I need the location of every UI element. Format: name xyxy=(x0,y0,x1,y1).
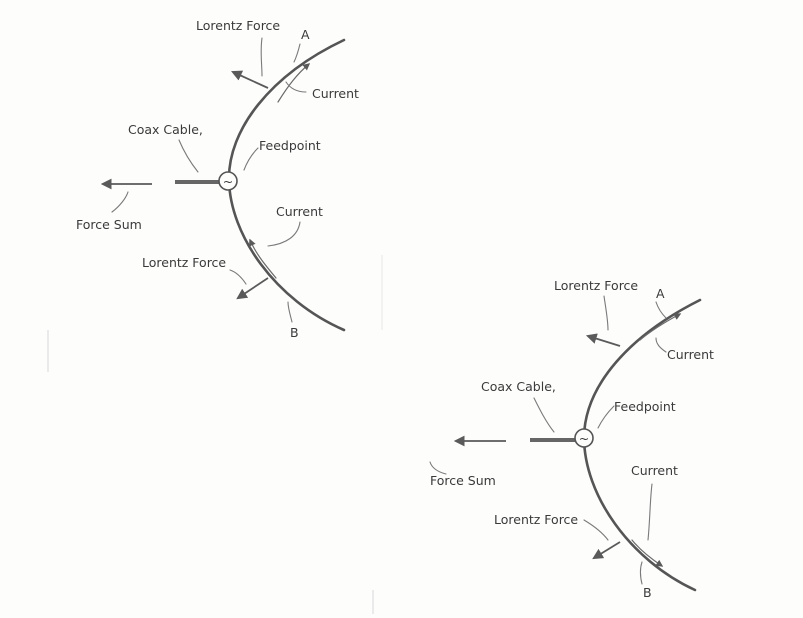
current-arrow-bottom xyxy=(631,539,664,567)
leader-lorentz-bottom xyxy=(229,269,247,285)
current-label-bottom: Current xyxy=(631,463,678,478)
coax-cable-label: Coax Cable, xyxy=(128,122,203,137)
leader-feedpoint xyxy=(243,147,259,171)
leader-b xyxy=(639,561,643,585)
lorentz-force-arrow-bottom xyxy=(592,541,621,560)
current-arrow-bottom xyxy=(248,238,277,279)
leader-a xyxy=(293,43,301,63)
current-label-top: Current xyxy=(667,347,714,362)
leader-lorentz-top xyxy=(603,295,609,331)
leader-current-bottom xyxy=(647,483,653,541)
current-arrow-top xyxy=(639,313,682,341)
label-b: B xyxy=(643,585,652,600)
current-label-top: Current xyxy=(312,86,359,101)
lorentz-force-label-top: Lorentz Force xyxy=(554,278,638,293)
leader-current-bottom xyxy=(267,221,301,247)
feedpoint-source: ~ xyxy=(218,171,238,191)
lorentz-force-arrow-top xyxy=(585,333,621,347)
lorentz-force-arrow-top xyxy=(231,70,269,89)
lorentz-force-label-bottom: Lorentz Force xyxy=(142,255,226,270)
leader-lorentz-bottom xyxy=(583,519,609,541)
leader-a xyxy=(655,301,667,319)
antenna-diagram-1: ~ Lorentz Force A Current Coax Cable, Fe… xyxy=(76,18,359,340)
feedpoint-label: Feedpoint xyxy=(614,399,676,414)
label-a: A xyxy=(301,27,310,42)
leader-current-top xyxy=(285,81,307,93)
lorentz-force-label-bottom: Lorentz Force xyxy=(494,512,578,527)
source-symbol: ~ xyxy=(223,174,233,189)
lorentz-force-arrow-bottom xyxy=(236,277,269,300)
leader-force-sum xyxy=(429,461,447,475)
current-label-bottom: Current xyxy=(276,204,323,219)
feedpoint-source: ~ xyxy=(574,428,594,448)
source-symbol: ~ xyxy=(579,431,589,446)
leader-coax xyxy=(533,397,555,433)
leader-current-top xyxy=(655,337,667,353)
leader-force-sum xyxy=(111,191,129,213)
leader-lorentz-top xyxy=(260,37,263,77)
force-sum-label: Force Sum xyxy=(76,217,142,232)
antenna-diagram-2: ~ Lorentz Force A Current Coax Cable, Fe… xyxy=(429,278,714,600)
leader-b xyxy=(287,301,293,323)
coax-cable-label: Coax Cable, xyxy=(481,379,556,394)
antenna-element xyxy=(582,298,702,592)
feedpoint-label: Feedpoint xyxy=(259,138,321,153)
label-a: A xyxy=(656,286,665,301)
label-b: B xyxy=(290,325,299,340)
leader-coax xyxy=(178,139,199,173)
force-sum-label: Force Sum xyxy=(430,473,496,488)
current-arrow-top xyxy=(277,63,311,103)
leader-feedpoint xyxy=(597,405,615,429)
lorentz-force-label-top: Lorentz Force xyxy=(196,18,280,33)
